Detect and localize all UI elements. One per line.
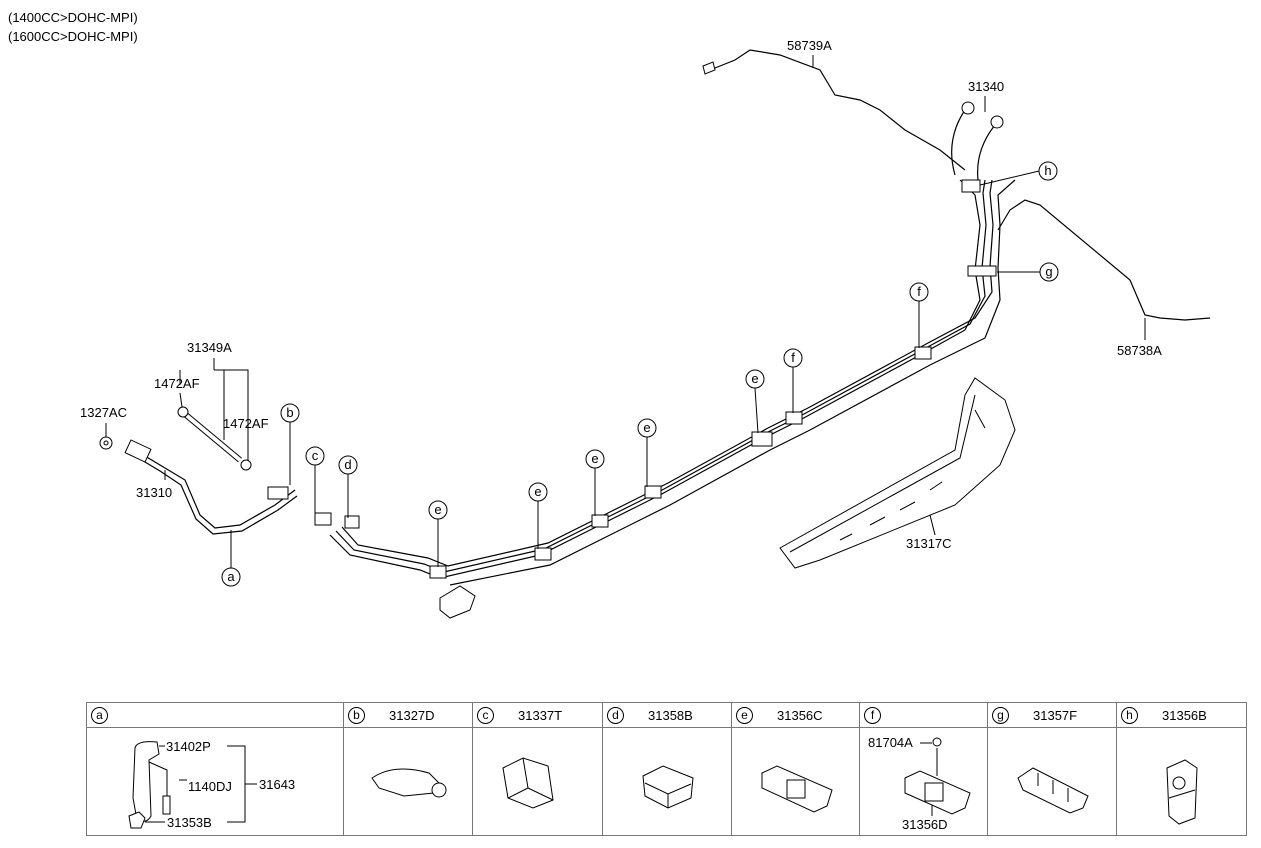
label-1472AF-2[interactable]: 1472AF xyxy=(223,416,269,431)
svg-text:h: h xyxy=(1044,163,1051,178)
svg-text:c: c xyxy=(312,448,319,463)
svg-text:e: e xyxy=(534,484,541,499)
cell-a: 31402P 1140DJ 31353B 31643 xyxy=(86,727,344,836)
cell-g xyxy=(987,727,1117,836)
heat-shield-31317C xyxy=(779,377,1016,569)
clips xyxy=(267,179,997,579)
callout-g[interactable]: g xyxy=(997,262,1059,282)
tube-31310 xyxy=(134,449,296,529)
cell-c xyxy=(472,727,603,836)
svg-text:e: e xyxy=(591,451,598,466)
cell-d xyxy=(602,727,732,836)
label-31310[interactable]: 31310 xyxy=(136,485,172,500)
callout-c[interactable]: c xyxy=(305,446,325,515)
svg-text:f: f xyxy=(791,350,795,365)
header-f: f xyxy=(859,702,988,728)
svg-text:f: f xyxy=(917,284,921,299)
cell-f: 81704A 31356D xyxy=(859,727,988,836)
fuel-line-diagram: 58739A 31340 58738A 31349A 1472AF 1472AF… xyxy=(80,38,1211,619)
label-31340[interactable]: 31340 xyxy=(968,79,1004,94)
label-58738A[interactable]: 58738A xyxy=(1117,343,1162,358)
header-a: a xyxy=(86,702,344,728)
svg-text:a: a xyxy=(227,569,235,584)
callout-e[interactable]: e e e e e xyxy=(428,369,765,567)
callout-h[interactable]: h xyxy=(979,161,1058,186)
tube-58739A xyxy=(709,49,966,171)
svg-text:31356D: 31356D xyxy=(902,817,948,832)
cell-b xyxy=(343,727,473,836)
callout-b[interactable]: b xyxy=(280,403,300,485)
cell-h xyxy=(1116,727,1247,836)
engine-note-1400: (1400CC>DOHC-MPI) xyxy=(8,10,138,25)
svg-text:1140DJ: 1140DJ xyxy=(188,779,232,794)
callout-a[interactable]: a xyxy=(221,530,241,587)
svg-text:e: e xyxy=(434,502,441,517)
svg-text:31643: 31643 xyxy=(259,777,295,792)
main-tube-bundle xyxy=(329,179,1016,586)
svg-text:31353B: 31353B xyxy=(167,815,212,830)
label-58739A[interactable]: 58739A xyxy=(787,38,832,53)
svg-text:e: e xyxy=(751,371,758,386)
label-31317C[interactable]: 31317C xyxy=(906,536,952,551)
label-31349A[interactable]: 31349A xyxy=(187,340,232,355)
label-1327AC[interactable]: 1327AC xyxy=(80,405,127,420)
svg-text:b: b xyxy=(286,405,293,420)
svg-text:81704A: 81704A xyxy=(868,735,913,750)
callout-f[interactable]: f f xyxy=(783,282,929,413)
tube-58738A xyxy=(997,199,1211,321)
cell-e xyxy=(731,727,860,836)
svg-text:e: e xyxy=(643,420,650,435)
svg-text:g: g xyxy=(1045,264,1052,279)
callout-d[interactable]: d xyxy=(338,455,358,518)
svg-text:31402P: 31402P xyxy=(166,739,211,754)
engine-note-1600: (1600CC>DOHC-MPI) xyxy=(8,29,138,44)
label-1472AF-1[interactable]: 1472AF xyxy=(154,376,200,391)
svg-text:d: d xyxy=(344,457,351,472)
hose-31340 xyxy=(951,109,996,181)
